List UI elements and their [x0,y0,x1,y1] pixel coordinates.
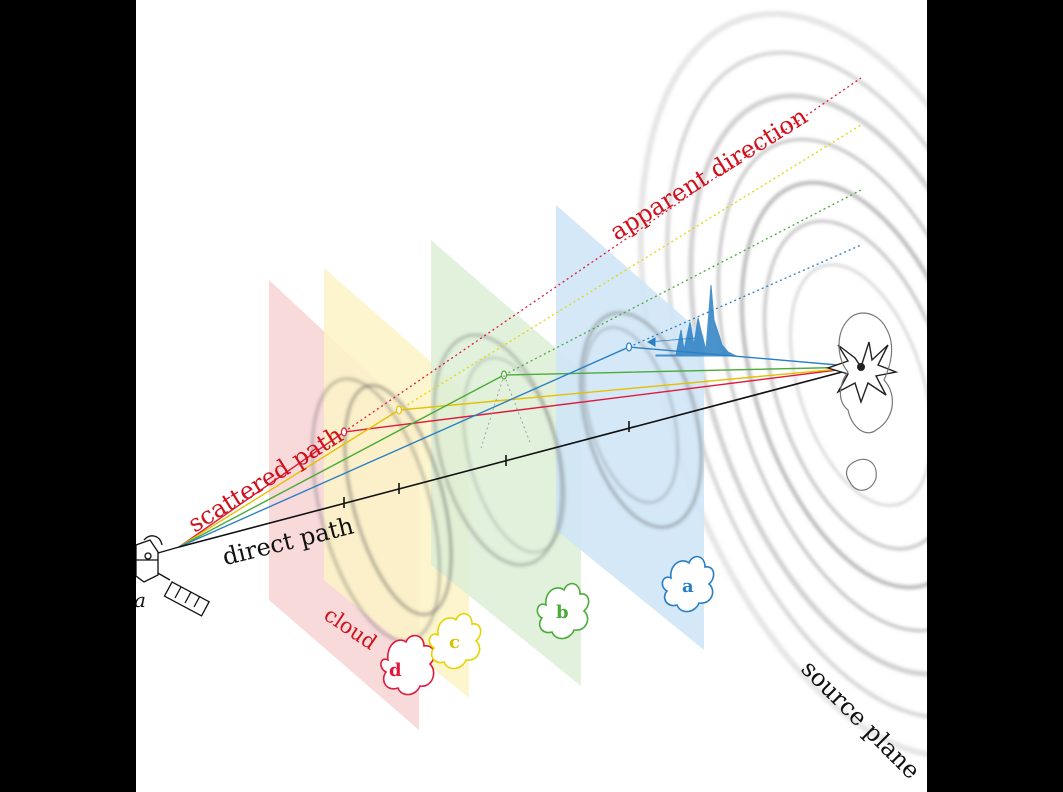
cloud-letter-c: c [449,632,460,653]
cloud-letter-d: d [389,660,402,681]
explosion-icon [825,312,899,491]
direct-path [178,366,862,548]
satellite-letter: a [136,590,146,610]
histogram-icon [646,284,737,357]
scattering-diagram [136,10,927,760]
apparent-direction-lines [343,77,862,433]
cloud-icon-c [428,612,482,670]
cloud-icons [380,555,715,696]
scatter-point-d [340,427,348,437]
satellite-icon [136,535,210,617]
scatter-point-a [625,342,633,352]
cloud-planes [269,205,704,730]
scatter-point-c [395,405,403,415]
apparent-line-c [398,124,862,411]
cloud-letter-b: b [556,602,569,623]
apparent-line-a [628,244,862,348]
apparent-line-b [503,189,862,376]
cloud-icon-a [661,555,715,613]
cloud-letter-a: a [682,576,694,597]
cloud-icon-d [380,634,436,696]
diagram-panel: apparent direction scattered path direct… [136,0,927,792]
cloud-icon-b [536,582,590,640]
